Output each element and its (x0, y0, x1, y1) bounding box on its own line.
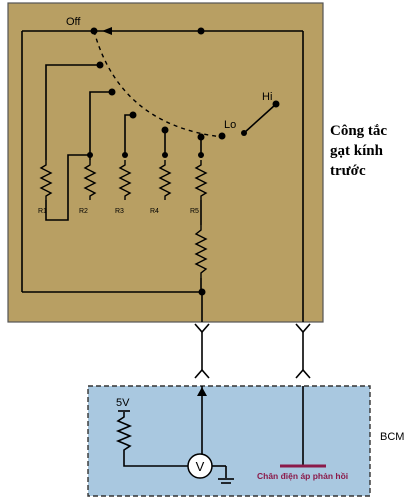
contact-off (90, 27, 98, 35)
resistor-label-r1: R1 (38, 208, 47, 215)
resistor-label-r4: R4 (150, 208, 159, 215)
voltmeter-label: V (196, 459, 205, 474)
contact-lo-pivot (241, 130, 247, 136)
signal-arrow-icon (197, 387, 207, 396)
node-r4 (162, 152, 168, 158)
resistor-r5-icon (194, 160, 208, 200)
node-r2 (87, 152, 93, 158)
node-r5 (198, 152, 204, 158)
switch-title-line-1: Công tắc (330, 123, 387, 139)
voltmeter-icon (187, 453, 213, 479)
off-label: Off (66, 16, 81, 28)
wiper-arc (93, 30, 223, 138)
bcm-label: BCM (380, 431, 404, 443)
wire-r2 (89, 91, 112, 155)
node-top-rail (197, 27, 205, 35)
resistor-label-r3: R3 (115, 208, 124, 215)
connector-feedback-lower-icon (295, 368, 311, 379)
rail-arrow-icon (102, 27, 112, 35)
supply-resistor-icon (115, 412, 133, 455)
bcm-housing (87, 385, 371, 497)
contact-2 (108, 88, 116, 96)
contact-4 (161, 126, 169, 134)
resistor-r2-icon (83, 160, 97, 200)
contact-lo (218, 132, 226, 140)
switch-title-line-2: gạt kính (330, 143, 384, 159)
node-bottom (198, 288, 206, 296)
contact-1 (96, 61, 104, 69)
feedback-pin-label: Chân điện áp phản hồi (257, 471, 348, 481)
switch-title-line-3: trước (330, 163, 366, 179)
connector-signal-lower-icon (194, 368, 210, 379)
contact-hi (272, 100, 280, 108)
hi-label: Hi (262, 91, 272, 103)
supply-voltage-label: 5V (116, 397, 130, 409)
resistor-r3-icon (118, 160, 132, 200)
supply-to-meter-wire (123, 455, 188, 467)
resistor-r4-icon (158, 160, 172, 200)
hi-lever (243, 104, 276, 134)
resistor-r1-icon (39, 160, 53, 200)
lo-label: Lo (224, 119, 236, 131)
resistor-label-r5: R5 (190, 208, 199, 215)
connector-feedback-upper-icon (295, 323, 311, 334)
series-resistor-icon (194, 225, 208, 278)
resistor-label-r2: R2 (79, 208, 88, 215)
wire-r1 (45, 64, 100, 160)
contact-3 (129, 111, 137, 119)
connector-signal-upper-icon (194, 323, 210, 334)
contact-5 (197, 133, 205, 141)
node-r3 (122, 152, 128, 158)
